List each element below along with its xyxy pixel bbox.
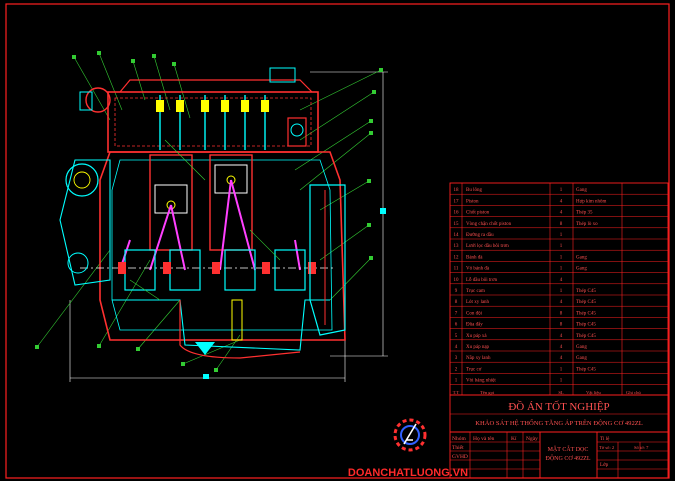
bom-row-number: 8: [455, 300, 458, 305]
bom-row-material: Gang: [576, 267, 587, 272]
bom-row-material: Thép C45: [576, 300, 596, 305]
bom-row-qty: 4: [560, 300, 563, 305]
bom-row-number: 9: [455, 289, 458, 294]
bom-row-qty: 4: [560, 345, 563, 350]
bom-row-qty: 4: [560, 334, 563, 339]
bom-row-material: Thép C45: [576, 367, 596, 372]
bom-row-number: 12: [454, 255, 460, 260]
bom-row-name: Bu lông: [466, 188, 482, 193]
hdr-name: Họ và tên: [473, 436, 495, 442]
bom-row-qty: 4: [560, 211, 563, 216]
bom-row-qty: 1: [560, 233, 563, 238]
bom-row-material: Gang: [576, 356, 587, 361]
bom-row-number: 6: [455, 323, 458, 328]
bom-row-name: Trục cơ: [466, 367, 482, 372]
bom-row-number: 11: [454, 267, 459, 272]
drawing-name: MẶT CẮT DỌC: [548, 445, 589, 453]
bom-row-number: 7: [455, 311, 458, 316]
bom-row-name: Bánh đà: [466, 255, 483, 260]
bom-row-number: 5: [455, 334, 458, 339]
bom-row-name: Lỗ dầu bôi trơn: [466, 277, 498, 283]
bom-row-qty: 1: [560, 244, 563, 249]
drawing-name-2: ĐỘNG CƠ 492ZL: [546, 454, 591, 462]
bom-row-material: Hợp kim nhôm: [576, 199, 607, 204]
bom-row-number: 16: [454, 211, 460, 216]
bom-row-number: 3: [455, 356, 458, 361]
bom-row-name: Vòi bảng nhiệt: [466, 379, 496, 384]
bom-row-name: Trục cam: [466, 289, 485, 294]
bom-row-name: Lưới lọc dầu bôi trơn: [466, 244, 509, 249]
bom-row-material: Thép C45: [576, 334, 596, 339]
bom-row-qty: 4: [560, 356, 563, 361]
bom-row-name: Vòng chặn chốt piston: [466, 222, 512, 227]
bom-row-material: Thép C45: [576, 311, 596, 316]
bom-row-material: Thép 35: [576, 211, 593, 216]
bom-row-material: Gang: [576, 188, 587, 193]
sheet-count: Số tờ: 7: [634, 445, 649, 450]
bom-row-number: 15: [454, 222, 460, 227]
row-advisor: GVHD: [452, 454, 468, 460]
hdr-sign: Kí: [511, 436, 517, 442]
bom-row-qty: 4: [560, 199, 563, 204]
bom-footer-note: Ghi chú: [626, 390, 641, 395]
mark-label: Tỉ lệ: [600, 437, 610, 442]
dim-marker: [203, 374, 209, 379]
watermark-text: DOANCHATLUONG.VN: [348, 467, 468, 479]
sheet-border: [5, 3, 670, 479]
bom-row-name: Xu páp nạp: [466, 345, 490, 350]
bom-row-qty: 8: [560, 323, 563, 328]
bom-row-name: Đường ra dầu: [466, 233, 494, 238]
bom-footer-name: Tên gọi: [480, 390, 495, 395]
bom-row-qty: 8: [560, 222, 563, 227]
bom-row-name: Con đội: [466, 311, 483, 316]
bom-row-qty: 1: [560, 255, 563, 260]
bom-row-number: 4: [455, 345, 458, 350]
bom-row-name: Vỏ bánh đà: [466, 267, 490, 272]
bom-footer-no: T.T: [453, 390, 460, 395]
bom-footer-qty: SL: [558, 390, 564, 395]
class-label: Lớp: [600, 463, 609, 468]
bom-row-number: 2: [455, 367, 458, 372]
bom-row-name: Lót xy lanh: [466, 300, 490, 305]
bom-row-qty: 1: [560, 267, 563, 272]
bom-row-qty: 1: [560, 188, 563, 193]
bom-row-name: Xu páp xả: [466, 334, 487, 339]
bom-row-number: 14: [454, 233, 460, 238]
bom-row-name: Chốt piston: [466, 211, 490, 216]
bom-row-name: Đũa đẩy: [466, 322, 483, 328]
engine-section-drawing: [35, 51, 388, 382]
dim-marker: [380, 208, 386, 214]
bom-row-number: 1: [455, 379, 458, 384]
bom-row-qty: 1: [560, 367, 563, 372]
bom-footer-material: Vật liệu: [586, 390, 601, 395]
bom-row-qty: 8: [560, 311, 563, 316]
project-subtitle: KHẢO SÁT HỆ THỐNG TĂNG ÁP TRÊN ĐỘNG CƠ 4…: [475, 419, 643, 427]
title-block: ĐỒ ÁN TỐT NGHIỆP KHẢO SÁT HỆ THỐNG TĂNG …: [449, 394, 669, 479]
bom-row-number: 10: [454, 278, 460, 283]
bom-row-material: Gang: [576, 255, 587, 260]
project-heading: ĐỒ ÁN TỐT NGHIỆP: [508, 400, 609, 413]
bom-row-material: Thép C45: [576, 323, 596, 328]
bom-row-name: Piston: [466, 199, 479, 204]
bom-row-qty: 4: [560, 278, 563, 283]
bom-row-material: Thép C45: [576, 289, 596, 294]
bom-row-material: Gang: [576, 345, 587, 350]
bom-row-name: Nắp xy lanh: [466, 355, 491, 361]
bom-row-material: Thép lò xo: [576, 222, 598, 227]
bom-row-number: 17: [454, 199, 460, 204]
row-designer: Thiết: [452, 444, 464, 451]
watermark-logo: DOANCHATLUONG.VN: [348, 418, 468, 479]
bom-row-qty: 1: [560, 379, 563, 384]
hdr-date: Ngày: [526, 436, 538, 442]
hdr-group: Nhóm: [452, 436, 466, 442]
bom-row-number: 13: [454, 244, 460, 249]
bom-row-number: 18: [454, 188, 460, 193]
bom-row-qty: 1: [560, 289, 563, 294]
gear-icon: [393, 418, 427, 452]
sheet-number: Tờ số: 2: [599, 445, 615, 450]
